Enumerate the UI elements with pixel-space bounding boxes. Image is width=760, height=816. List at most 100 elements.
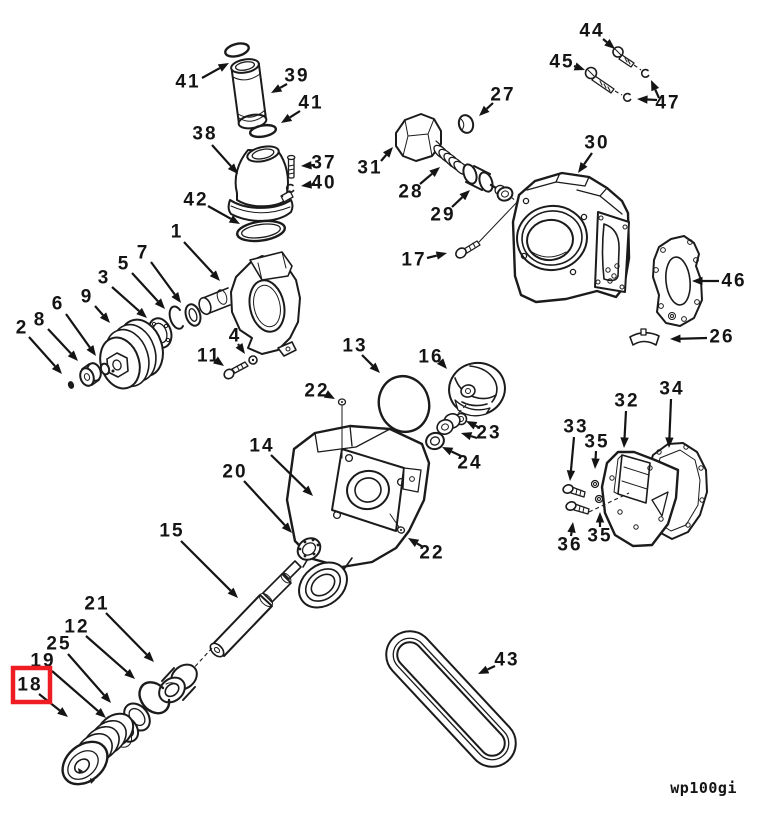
- callout-label-22: 22: [304, 381, 329, 402]
- callout-label-30: 30: [584, 133, 609, 154]
- part-studs-and-clips: [584, 46, 650, 102]
- oring-mid: [248, 123, 278, 139]
- part-valve-29: [462, 163, 514, 202]
- callout-arrow-41: [201, 67, 221, 79]
- callout-arrowhead-12: [124, 668, 135, 679]
- callout-arrowhead-25: [100, 692, 111, 703]
- callout-arrowhead-39: [271, 84, 283, 93]
- callout-arrow-9: [94, 305, 104, 316]
- callout-arrowhead-7: [171, 292, 181, 303]
- part-pulley-stack: [61, 663, 198, 786]
- callout-arrow-4: [237, 343, 240, 347]
- callout-label-29: 29: [430, 205, 455, 226]
- callout-arrowhead-38: [227, 163, 238, 174]
- part-oring-13: [377, 374, 431, 434]
- callout-arrowhead-4: [235, 342, 245, 354]
- part-clamp-26: [629, 328, 660, 346]
- callout-arrowhead-47: [637, 95, 648, 104]
- callout-arrowhead-42: [228, 215, 240, 224]
- part-pump-center-group: [190, 361, 506, 672]
- callout-arrow-31: [380, 154, 388, 162]
- callout-arrow-33: [569, 436, 576, 471]
- callout-arrowhead-17: [435, 251, 447, 260]
- callout-label-4: 4: [229, 326, 242, 347]
- callout-label-12: 12: [64, 617, 89, 638]
- callout-arrowhead-20: [281, 522, 292, 533]
- callout-label-17: 17: [401, 250, 426, 271]
- part-washer-24: [425, 431, 445, 451]
- callout-arrow-22: [416, 542, 424, 548]
- callout-arrow-44: [602, 38, 608, 44]
- part-pump-body-14: [285, 424, 431, 609]
- callout-label-41: 41: [175, 72, 200, 93]
- callout-arrowhead-8: [67, 350, 78, 361]
- part-cover-32: [600, 450, 680, 548]
- part-bearing-inner: [296, 537, 322, 561]
- callout-arrow-8: [47, 328, 72, 355]
- highlight-box-18: [10, 665, 53, 705]
- callout-arrowhead-33: [566, 470, 576, 481]
- callout-arrowhead-26: [670, 334, 681, 343]
- callout-label-31: 31: [357, 158, 382, 179]
- callout-label-21: 21: [84, 594, 109, 615]
- part-elbow-38: [227, 145, 294, 222]
- callout-arrowhead-45: [573, 62, 585, 71]
- callout-label-20: 20: [222, 462, 247, 483]
- part-bolt-22-bottom: [389, 513, 406, 534]
- callout-arrowhead-6: [86, 345, 96, 356]
- part-seal-23: [436, 412, 468, 435]
- callout-arrowhead-34: [665, 437, 674, 448]
- callout-arrowhead-41: [217, 63, 229, 72]
- callout-arrow-21: [105, 612, 148, 656]
- callout-label-3: 3: [98, 268, 111, 289]
- callout-arrow-29: [451, 196, 464, 208]
- callout-arrowhead-2: [51, 363, 62, 374]
- part-snapring-12: [138, 681, 171, 715]
- part-tube-39: [230, 58, 268, 130]
- callout-arrow-27: [485, 102, 494, 110]
- callout-label-1: 1: [171, 222, 184, 243]
- callout-arrow-32: [623, 410, 628, 438]
- part-valve-assembly: [395, 113, 524, 259]
- callout-arrowhead-22: [323, 390, 335, 399]
- callout-label-9: 9: [81, 287, 94, 308]
- part-stud-45: [584, 66, 623, 96]
- callout-label-7: 7: [137, 243, 150, 264]
- callout-arrowhead-16: [436, 358, 447, 369]
- callout-arrow-41: [289, 110, 301, 119]
- callout-label-38: 38: [192, 124, 217, 145]
- callout-arrowhead-37: [301, 161, 312, 170]
- callout-label-45: 45: [549, 52, 574, 73]
- callout-label-43: 43: [494, 650, 519, 671]
- callout-arrowhead-28: [429, 167, 440, 178]
- part-bolt-11: [223, 361, 249, 380]
- part-cup-8: [79, 362, 102, 387]
- callout-arrowhead-27: [479, 105, 490, 116]
- callout-label-28: 28: [398, 182, 423, 203]
- callout-arrow-43: [487, 665, 496, 671]
- part-cover-group: [562, 442, 708, 548]
- callout-arrowhead-31: [382, 147, 393, 158]
- callout-arrowhead-24: [442, 447, 454, 456]
- callout-label-40: 40: [311, 173, 336, 194]
- part-nut-35b: [594, 494, 604, 504]
- callout-arrowhead-1: [209, 270, 220, 281]
- callout-label-16: 16: [418, 347, 443, 368]
- callout-label-44: 44: [579, 21, 604, 42]
- callout-arrowhead-40: [301, 180, 312, 189]
- callout-arrowhead-46: [692, 276, 703, 286]
- callout-arrow-1: [183, 241, 214, 275]
- callout-arrow-26: [680, 336, 708, 340]
- callout-label-37: 37: [311, 153, 336, 174]
- callout-label-14: 14: [249, 436, 274, 457]
- callout-label-47: 47: [655, 93, 680, 114]
- part-bolt-33: [562, 484, 586, 498]
- callout-arrow-6: [65, 313, 91, 349]
- callout-label-15: 15: [159, 521, 184, 542]
- part-bracket-assembly: [67, 251, 301, 390]
- callout-arrowhead-3: [136, 307, 147, 318]
- callout-label-33: 33: [563, 417, 588, 438]
- part-snapring-5: [168, 305, 184, 330]
- callout-arrowhead-21: [143, 651, 154, 662]
